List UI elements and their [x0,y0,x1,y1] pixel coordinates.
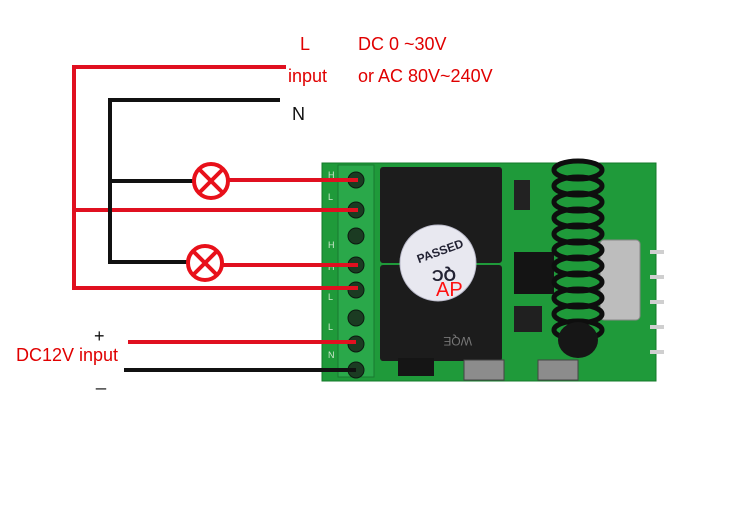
live-wires [72,65,358,290]
terminal-screw [347,227,365,245]
ap-mark: AP [436,279,463,301]
chip [398,358,434,376]
button-left [463,359,505,381]
plus-label: + [94,326,105,346]
button-right [537,359,579,381]
minus-label: _ [96,370,107,390]
lamp-icon [192,162,230,200]
pin-label: N [328,350,335,360]
terminal-screw [347,309,365,327]
relay-brand: WQE [443,334,472,348]
live-bus [72,65,358,290]
header-pins [650,250,664,354]
component [514,306,542,332]
neutral-wires [108,98,280,264]
dc-range-label: DC 0 ~30V [358,34,447,54]
pin-label: L [328,292,333,302]
pin-label: H [328,170,335,180]
crystal [599,239,641,321]
pin-label: H [328,240,335,250]
capacitor [558,322,598,358]
neutral-label: N [292,104,305,124]
qc-sticker: PASSED QC [399,224,477,302]
component [514,180,530,210]
pin-label: L [328,192,333,202]
live-label: L [300,34,311,54]
sticker-mark: QC [432,266,456,283]
ic-chip [514,252,554,294]
input-label: input [288,66,328,86]
pin-label: L [328,322,333,332]
relay-module-board: H L H H L L N WQE WQE [321,158,664,382]
dc12v-input-label: DC12V input [16,345,119,365]
lamp-icon [186,244,224,282]
ac-range-label: or AC 80V~240V [358,66,493,86]
